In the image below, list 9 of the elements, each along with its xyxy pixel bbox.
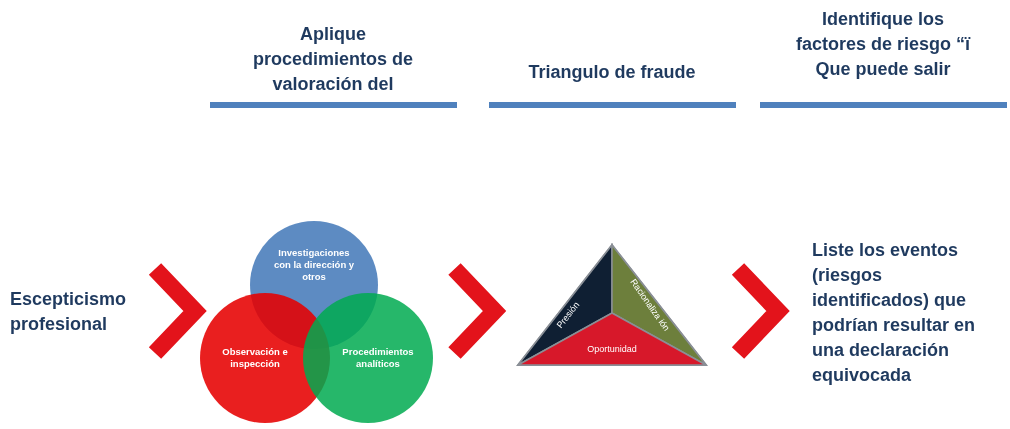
section-label: Oportunidad	[587, 344, 637, 354]
column-heading: Identifique los factores de riesgo “ï Que puede salir	[794, 8, 972, 81]
circle-label: Investigaciones con la dirección y otros	[272, 247, 356, 283]
circle-label: Procedimientos analíticos	[341, 346, 415, 370]
column-heading: Aplique procedimientos de valoración del	[252, 23, 414, 96]
column-heading: Triangulo de fraude	[527, 61, 697, 84]
step-text: Escepticismo profesional	[10, 288, 128, 336]
step-text: Liste los eventos (riesgos identificados) que podrían resultar en una declaración equivocada	[812, 239, 977, 387]
circle-label: Observación e inspección	[221, 346, 289, 370]
